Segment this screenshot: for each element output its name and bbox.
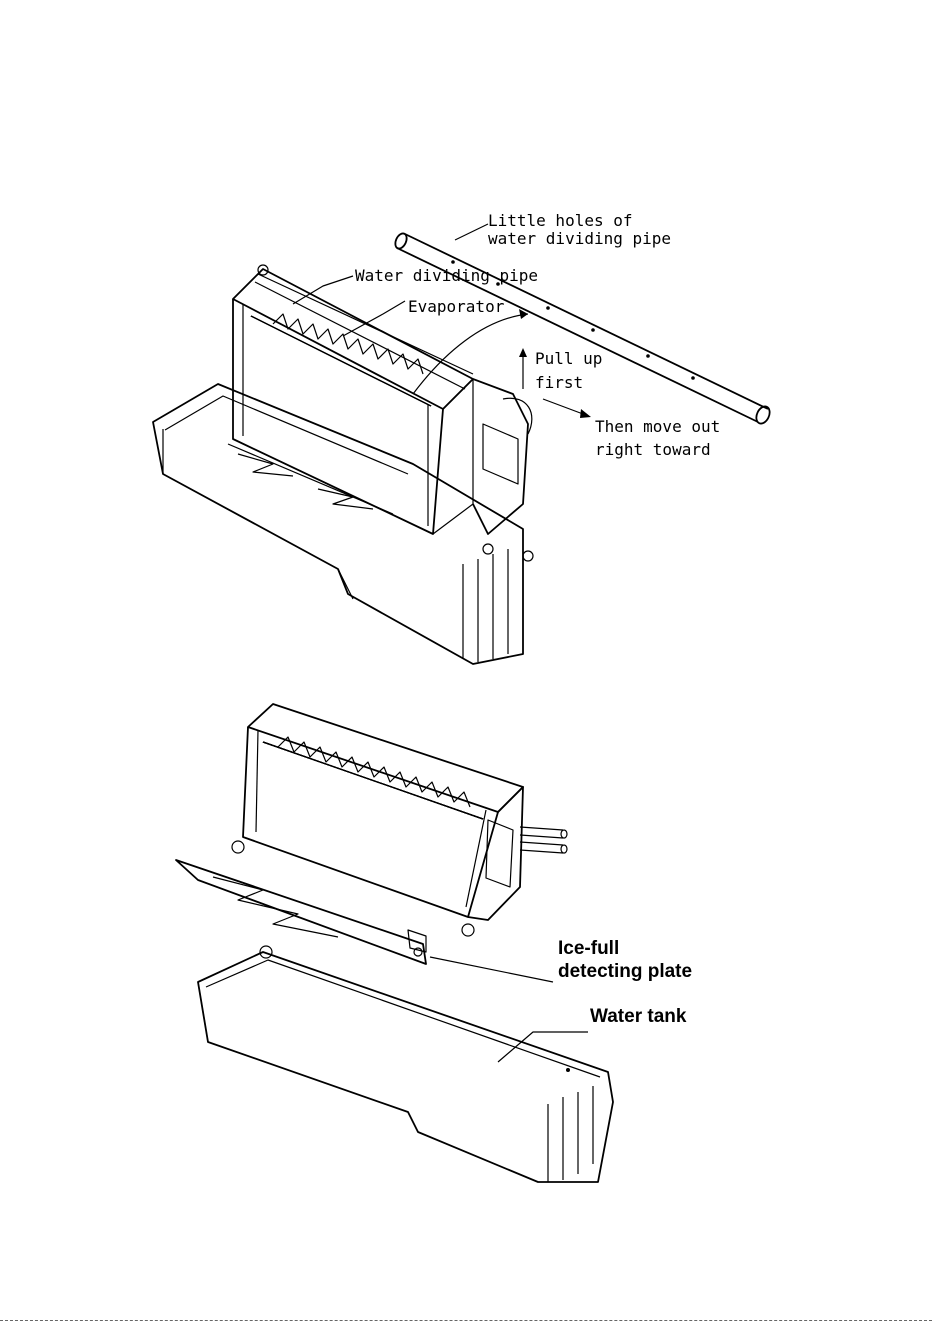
label-evaporator: Evaporator	[408, 297, 505, 316]
water-dividing-pipe-drawing	[393, 232, 772, 426]
label-move-out-line2: right toward	[595, 440, 711, 459]
evaporator-drawing-2	[232, 704, 567, 936]
label-holes-line1: Little holes of	[488, 211, 633, 230]
label-water-dividing-pipe: Water dividing pipe	[355, 266, 538, 285]
label-pull-up-line2: first	[535, 373, 583, 392]
label-ice-full-line2: detecting plate	[558, 961, 692, 982]
evaporator-assembly-drawing: Little holes of water dividing pipe Wate…	[143, 204, 788, 682]
page-bottom-rule	[0, 1320, 932, 1321]
label-move-out-line1: Then move out	[595, 417, 720, 436]
top-figure-panel: Little holes of water dividing pipe Wate…	[143, 204, 788, 682]
exploded-view-drawing: Ice-full detecting plate Water tank	[168, 702, 762, 1192]
water-tank-drawing	[153, 384, 523, 664]
label-ice-full-line1: Ice-full	[558, 938, 619, 959]
label-water-tank: Water tank	[590, 1006, 687, 1027]
label-pull-up-line1: Pull up	[535, 349, 602, 368]
bottom-figure-panel: Ice-full detecting plate Water tank	[168, 702, 762, 1192]
ice-full-plate-drawing	[176, 860, 426, 964]
label-holes-line2: water dividing pipe	[488, 229, 671, 248]
